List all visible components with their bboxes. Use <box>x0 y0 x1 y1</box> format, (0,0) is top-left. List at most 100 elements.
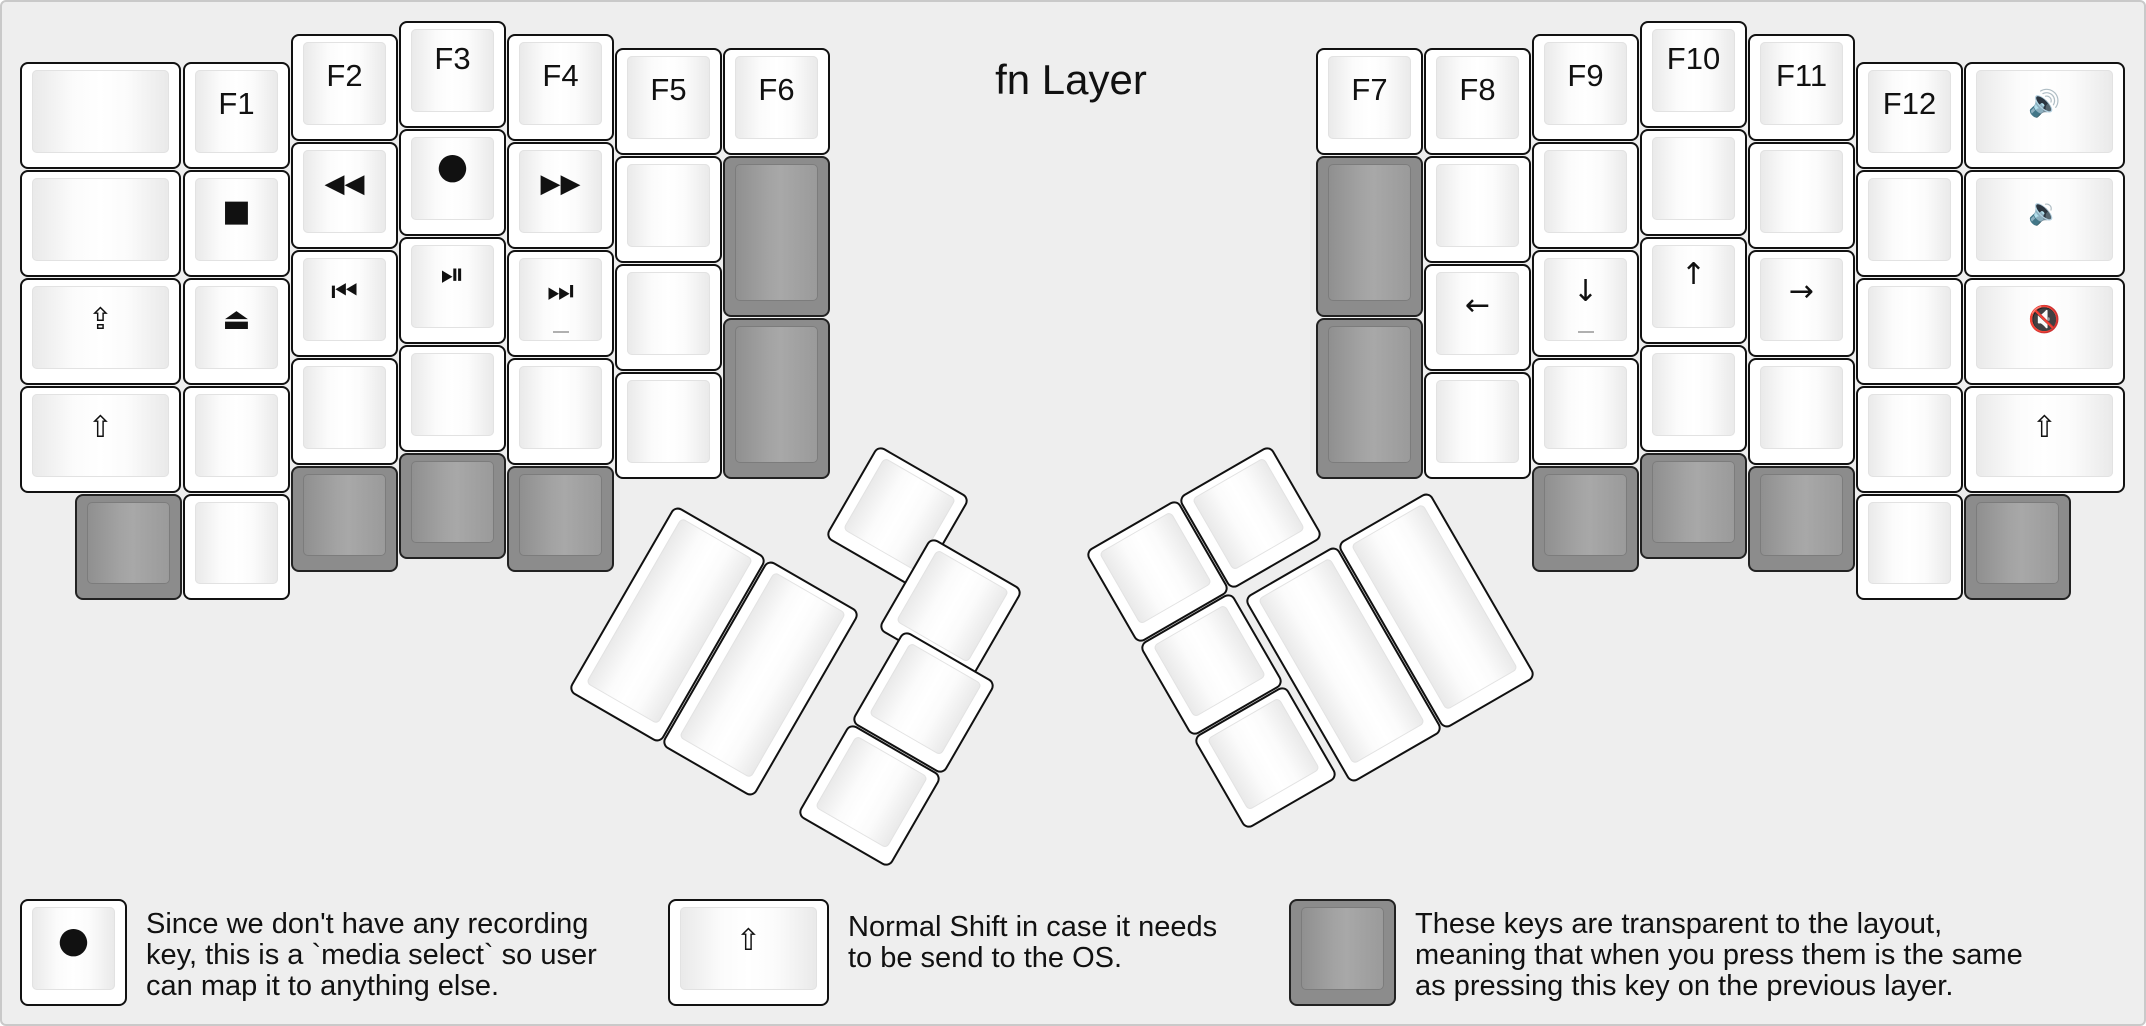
key-right-transparent <box>1964 494 2071 600</box>
key-volume-up: 🔊 <box>1964 62 2125 169</box>
key-right-transparent <box>1640 453 1747 559</box>
f6-label: F6 <box>758 72 795 107</box>
key-right-shift: ⇧ <box>1964 386 2125 493</box>
key-right-blank <box>1856 278 1963 385</box>
play-pause-icon: ⏯ <box>440 257 465 292</box>
key-left-caps-shift: ⇪ <box>20 278 181 385</box>
key-f5: F5 <box>615 48 722 155</box>
key-rewind: ◀◀ <box>291 142 398 249</box>
key-right-blank-bottom <box>1856 494 1963 600</box>
shift-icon: ⇧ <box>87 410 114 445</box>
legend-key-shift: ⇧ <box>668 899 829 1006</box>
previous-track-icon: ⏮ <box>331 274 358 309</box>
key-right-blank <box>1856 170 1963 277</box>
key-right-transparent-tall <box>1316 156 1423 317</box>
legend-line: These keys are transparent to the layout… <box>1415 908 1943 940</box>
key-f3: F3 <box>399 21 506 128</box>
f12-label: F12 <box>1882 86 1937 121</box>
mute-icon: 🔇 <box>2028 305 2061 335</box>
key-previous-track: ⏮ <box>291 250 398 357</box>
key-right-blank <box>1748 142 1855 249</box>
key-left-arrow: ← <box>1424 264 1531 371</box>
up-arrow-icon: ↑ <box>1680 257 1707 292</box>
key-play-pause: ⏯ <box>399 237 506 344</box>
key-f7: F7 <box>1316 48 1423 155</box>
key-left-transparent-tall <box>723 156 830 317</box>
key-right-blank <box>1856 386 1963 493</box>
home-key-marker <box>552 331 569 333</box>
key-right-arrow: → <box>1748 250 1855 357</box>
key-left-shift: ⇧ <box>20 386 181 493</box>
fast-forward-icon: ▶▶ <box>540 169 581 199</box>
next-track-icon: ⏭ <box>547 274 574 309</box>
caps-lock-shift-icon: ⇪ <box>87 302 114 337</box>
legend-key-media-select: ● <box>20 899 127 1006</box>
f10-label: F10 <box>1666 41 1721 76</box>
key-f4: F4 <box>507 34 614 141</box>
f7-label: F7 <box>1351 72 1388 107</box>
legend-text-transparent: These keys are transparent to the layout… <box>1415 909 2115 1002</box>
key-left-blank <box>183 386 290 493</box>
volume-down-icon: 🔉 <box>2028 197 2061 227</box>
right-arrow-icon: → <box>1788 274 1815 309</box>
f1-label: F1 <box>218 86 255 121</box>
key-f8: F8 <box>1424 48 1531 155</box>
f8-label: F8 <box>1459 72 1496 107</box>
f9-label: F9 <box>1567 58 1604 93</box>
shift-icon: ⇧ <box>735 923 762 958</box>
key-left-blank-top <box>20 62 181 169</box>
key-eject: ⏏ <box>183 278 290 385</box>
record-icon: ● <box>436 146 469 187</box>
stop-icon: ■ <box>222 194 251 229</box>
key-left-blank <box>615 264 722 371</box>
key-right-blank <box>1748 358 1855 465</box>
rewind-icon: ◀◀ <box>324 169 365 199</box>
key-right-transparent-tall <box>1316 318 1423 479</box>
key-f2: F2 <box>291 34 398 141</box>
key-right-blank <box>1424 156 1531 263</box>
key-left-transparent-tall <box>723 318 830 479</box>
legend-line: meaning that when you press them is the … <box>1415 939 2023 971</box>
key-left-transparent <box>507 466 614 572</box>
key-next-track: ⏭ <box>507 250 614 357</box>
key-stop: ■ <box>183 170 290 277</box>
volume-up-icon: 🔊 <box>2028 89 2061 119</box>
legend-line: key, this is a `media select` so user <box>146 939 597 971</box>
key-left-transparent <box>399 453 506 559</box>
legend-text-media-select: Since we don't have any recording key, t… <box>146 909 666 1002</box>
key-mute: 🔇 <box>1964 278 2125 385</box>
legend-text-shift: Normal Shift in case it needs to be send… <box>848 912 1278 974</box>
key-left-blank <box>615 156 722 263</box>
legend-line: Normal Shift in case it needs <box>848 911 1218 943</box>
key-left-blank-bottom <box>183 494 290 600</box>
down-arrow-icon: ↓ <box>1572 274 1599 309</box>
legend-key-transparent <box>1289 899 1396 1006</box>
layer-title: fn Layer <box>995 56 1147 103</box>
legend-line: to be send to the OS. <box>848 942 1123 974</box>
key-f1: F1 <box>183 62 290 169</box>
key-left-blank <box>507 358 614 465</box>
key-right-transparent <box>1748 466 1855 572</box>
legend-line: as pressing this key on the previous lay… <box>1415 970 1954 1002</box>
key-up-arrow: ↑ <box>1640 237 1747 344</box>
key-right-blank <box>1640 129 1747 236</box>
key-right-transparent <box>1532 466 1639 572</box>
key-f10: F10 <box>1640 21 1747 128</box>
key-down-arrow: ↓ <box>1532 250 1639 357</box>
legend-line: can map it to anything else. <box>146 970 500 1002</box>
f2-label: F2 <box>326 58 363 93</box>
key-right-blank <box>1424 372 1531 479</box>
left-arrow-icon: ← <box>1464 288 1491 323</box>
f5-label: F5 <box>650 72 687 107</box>
key-right-blank <box>1532 358 1639 465</box>
key-f12: F12 <box>1856 62 1963 169</box>
legend-line: Since we don't have any recording <box>146 908 589 940</box>
f4-label: F4 <box>542 58 579 93</box>
key-left-blank <box>291 358 398 465</box>
eject-icon: ⏏ <box>222 302 251 337</box>
key-f9: F9 <box>1532 34 1639 141</box>
key-left-blank <box>20 170 181 277</box>
key-left-transparent <box>291 466 398 572</box>
key-f11: F11 <box>1748 34 1855 141</box>
